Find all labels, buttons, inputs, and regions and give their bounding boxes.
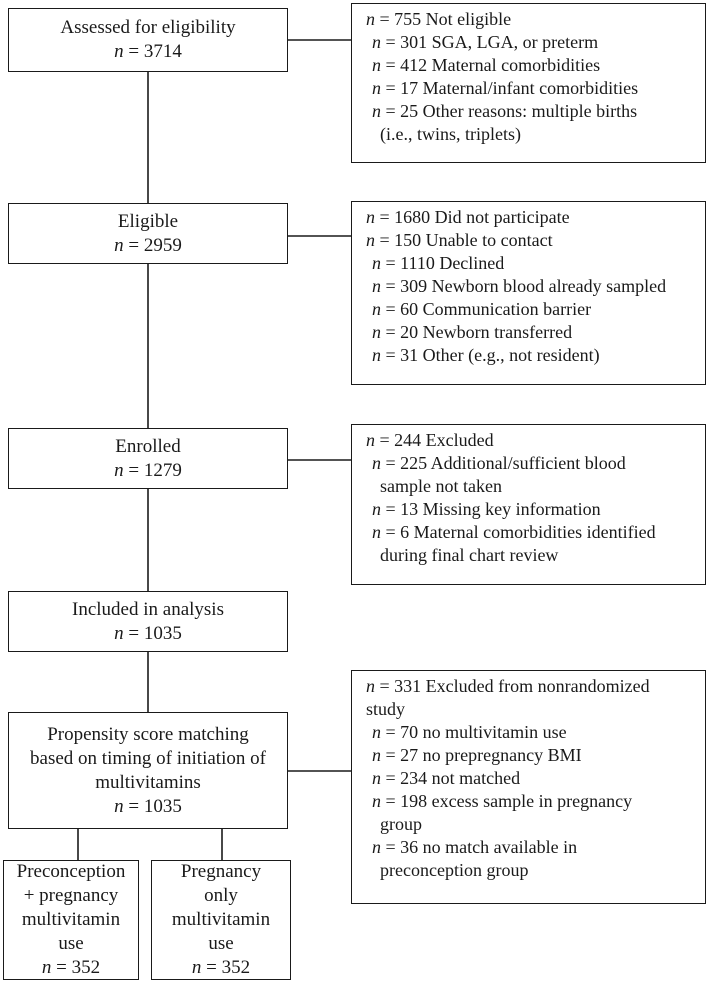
preconception-count: n = 352 xyxy=(41,957,101,978)
excluded-line: sample not taken xyxy=(380,476,502,496)
included-count: n = 1035 xyxy=(114,622,182,644)
did-not-participate-line: n = 150 Unable to contact xyxy=(366,230,553,250)
excluded-box: n = 244 Excluded n = 225 Additional/suff… xyxy=(351,424,706,585)
excluded-nonrandomized-line: n = 198 excess sample in pregnancy xyxy=(372,791,633,811)
did-not-participate-line: n = 20 Newborn transferred xyxy=(372,322,573,342)
excluded-nonrandomized-box: n = 331 Excluded from nonrandomized stud… xyxy=(351,670,706,904)
preconception-line2: + pregnancy xyxy=(23,885,119,906)
not-eligible-box: n = 755 Not eligible n = 301 SGA, LGA, o… xyxy=(351,3,706,163)
not-eligible-line: n = 412 Maternal comorbidities xyxy=(372,55,601,75)
preconception-line1: Preconception xyxy=(16,861,126,882)
did-not-participate-line: n = 60 Communication barrier xyxy=(372,299,592,319)
pregnancy-only-line2: only xyxy=(204,885,238,906)
propensity-line2: based on timing of initiation of xyxy=(30,747,266,769)
excluded-nonrandomized-line: n = 70 no multivitamin use xyxy=(372,722,567,742)
excluded-nonrandomized-line: group xyxy=(380,814,422,834)
excluded-nonrandomized-line: n = 331 Excluded from nonrandomized xyxy=(366,676,650,696)
pregnancy-only-box: Pregnancy only multivitamin use n = 352 xyxy=(151,860,291,980)
excluded-nonrandomized-line: n = 36 no match available in xyxy=(372,837,578,857)
pregnancy-only-count: n = 352 xyxy=(191,957,251,978)
preconception-line4: use xyxy=(58,933,84,954)
preconception-line3: multivitamin xyxy=(21,909,121,930)
did-not-participate-line: n = 1680 Did not participate xyxy=(366,207,570,227)
not-eligible-line: n = 25 Other reasons: multiple births xyxy=(372,101,638,121)
not-eligible-line: n = 755 Not eligible xyxy=(366,9,512,29)
excluded-line: during final chart review xyxy=(380,545,559,565)
propensity-box: Propensity score matching based on timin… xyxy=(8,712,288,829)
eligible-title: Eligible xyxy=(117,210,179,232)
enrolled-box: Enrolled n = 1279 xyxy=(8,428,288,489)
enrolled-count: n = 1279 xyxy=(114,459,182,481)
assessed-count: n = 3714 xyxy=(114,41,182,62)
preconception-box: Preconception + pregnancy multivitamin u… xyxy=(3,860,139,980)
excluded-line: n = 6 Maternal comorbidities identified xyxy=(372,522,656,542)
excluded-nonrandomized-line: n = 27 no prepregnancy BMI xyxy=(372,745,582,765)
did-not-participate-line: n = 31 Other (e.g., not resident) xyxy=(372,345,600,365)
pregnancy-only-line1: Pregnancy xyxy=(180,861,262,882)
eligible-box: Eligible n = 2959 xyxy=(8,203,288,264)
not-eligible-line: n = 301 SGA, LGA, or preterm xyxy=(372,32,599,52)
did-not-participate-line: n = 309 Newborn blood already sampled xyxy=(372,276,667,296)
excluded-line: n = 244 Excluded xyxy=(366,430,494,450)
eligible-count: n = 2959 xyxy=(114,234,182,256)
assessed-box: Assessed for eligibility n = 3714 xyxy=(8,8,288,72)
assessed-title: Assessed for eligibility xyxy=(60,17,236,38)
enrolled-title: Enrolled xyxy=(115,435,181,457)
pregnancy-only-line4: use xyxy=(208,933,234,954)
not-eligible-line: n = 17 Maternal/infant comorbidities xyxy=(372,78,639,98)
pregnancy-only-line3: multivitamin xyxy=(171,909,271,930)
excluded-nonrandomized-line: study xyxy=(366,699,406,719)
propensity-line1: Propensity score matching xyxy=(47,723,249,745)
included-box: Included in analysis n = 1035 xyxy=(8,591,288,652)
excluded-line: n = 13 Missing key information xyxy=(372,499,601,519)
excluded-line: n = 225 Additional/sufficient blood xyxy=(372,453,626,473)
excluded-nonrandomized-line: n = 234 not matched xyxy=(372,768,521,788)
excluded-nonrandomized-line: preconception group xyxy=(380,860,529,880)
propensity-line3: multivitamins xyxy=(95,771,201,793)
included-title: Included in analysis xyxy=(72,598,224,620)
did-not-participate-line: n = 1110 Declined xyxy=(372,253,505,273)
did-not-participate-box: n = 1680 Did not participate n = 150 Una… xyxy=(351,201,706,385)
propensity-count: n = 1035 xyxy=(114,795,182,817)
not-eligible-line: (i.e., twins, triplets) xyxy=(380,124,521,144)
